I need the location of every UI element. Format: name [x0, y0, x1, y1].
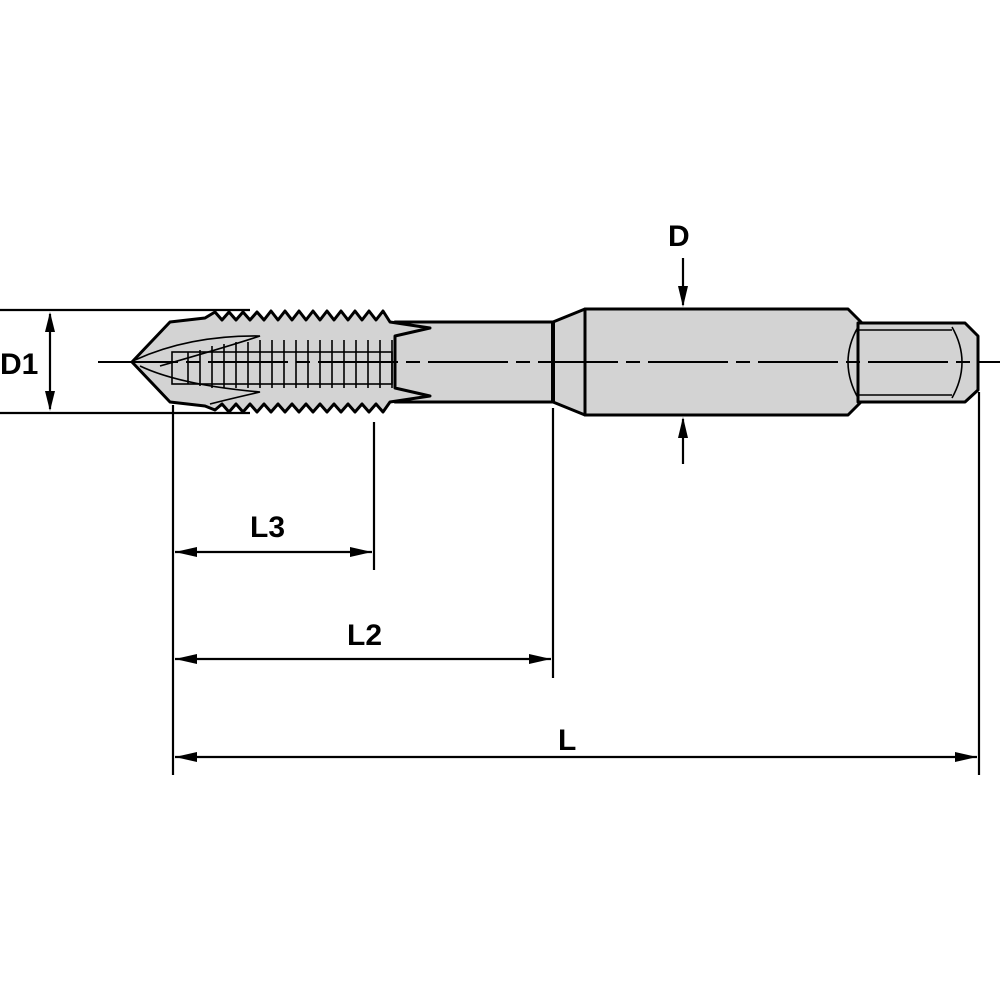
label-l2: L2 [347, 619, 382, 652]
label-l3: L3 [250, 511, 285, 544]
dimension-d [678, 258, 688, 464]
label-l: L [558, 724, 576, 757]
label-d: D [668, 220, 690, 253]
dimension-d1 [0, 308, 250, 415]
dimension-l3 [175, 547, 372, 557]
label-d1: D1 [0, 348, 38, 381]
dimension-l [175, 752, 977, 762]
extension-lines [171, 392, 981, 775]
dimension-l2 [175, 654, 551, 664]
